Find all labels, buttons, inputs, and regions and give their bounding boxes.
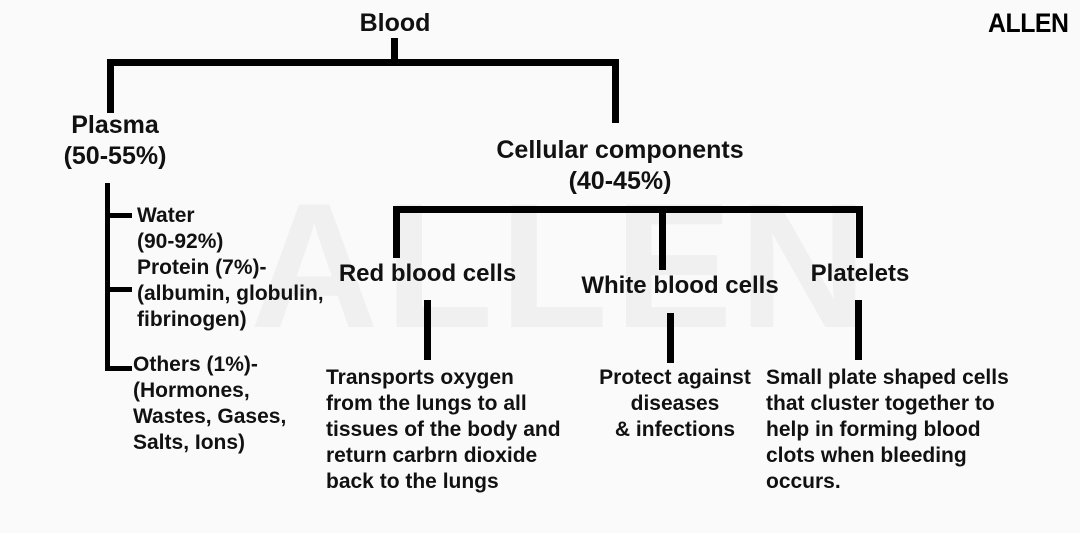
connector-plasma-bracket-vertical (105, 183, 110, 371)
connector-plasma-item-protein (105, 287, 132, 292)
connector-to-cellular (612, 59, 619, 123)
plasma-item-protein: Protein (7%)- (albumin, globulin, fibrin… (137, 256, 324, 331)
leaf-label-white-blood-cells: White blood cells (581, 272, 779, 299)
connector-plasma-item-water (105, 213, 132, 218)
connector-white-blood-cells-description (667, 313, 674, 363)
connector-plasma-item-others (105, 366, 132, 371)
connector-root-horizontal (107, 59, 619, 66)
connector-cellular-horizontal (393, 206, 863, 213)
connector-to-white-blood-cells (659, 206, 666, 270)
connector-to-platelets (856, 206, 863, 258)
plasma-item-others: Others (1%)- (Hormones, Wastes, Gases, S… (133, 353, 287, 454)
connector-platelets-description (855, 300, 862, 360)
root-node-blood: Blood (359, 9, 431, 37)
leaf-label-red-blood-cells: Red blood cells (338, 260, 517, 287)
connector-to-plasma (107, 59, 114, 113)
leaf-description-red-blood-cells: Transports oxygen from the lungs to all … (326, 366, 561, 493)
connector-to-red-blood-cells (393, 206, 400, 258)
leaf-description-white-blood-cells: Protect against diseases & infections (599, 366, 751, 441)
leaf-description-platelets: Small plate shaped cells that cluster to… (766, 366, 1009, 493)
leaf-label-platelets: Platelets (810, 260, 910, 287)
branch-cellular-label: Cellular components (40-45%) (496, 136, 744, 195)
plasma-item-water: Water (90-92%) (137, 204, 224, 253)
connector-red-blood-cells-description (424, 300, 431, 360)
branch-plasma-label: Plasma (50-55%) (63, 111, 167, 170)
connector-root-stem (391, 38, 398, 65)
allen-logo: ALLEN (987, 8, 1069, 38)
